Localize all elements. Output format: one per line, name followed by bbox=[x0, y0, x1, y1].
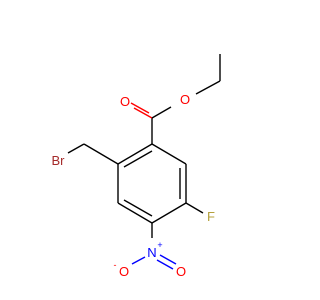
ring-bond-c6-c1 bbox=[117, 143, 153, 165]
bond-carbonyl-ester-o bbox=[151, 106, 172, 119]
charge-nitrogen: + bbox=[157, 240, 162, 250]
atom-carbonyl-oxygen: O bbox=[120, 94, 130, 109]
atom-fluorine: F bbox=[207, 209, 215, 224]
bond-n-o-right-a bbox=[159, 254, 177, 265]
atom-nitrogen: N bbox=[147, 245, 156, 260]
bond-ester-o-ch2 bbox=[195, 80, 221, 95]
atom-bromine: Br bbox=[52, 153, 66, 168]
bond-carbonyl-double-a bbox=[133, 107, 153, 119]
ring-bond-c6-c1-inner bbox=[123, 150, 153, 168]
atom-nitro-oxygen-right: O bbox=[176, 264, 186, 279]
ring-bond-c4-c5 bbox=[117, 202, 153, 224]
bond-n-o-right-b bbox=[156, 259, 174, 270]
ring-bond-c1-c2 bbox=[151, 143, 187, 165]
bond-n-o-left bbox=[131, 256, 146, 265]
molecule-canvas: O O Br F N + O - O bbox=[52, 54, 221, 279]
bond-ring-ch2 bbox=[83, 143, 119, 165]
bond-ring-f bbox=[185, 202, 204, 214]
atom-nitro-oxygen-left: O bbox=[119, 264, 129, 279]
ring-bond-c3-c4 bbox=[151, 202, 187, 224]
ring-bond-c4-c5-inner bbox=[123, 199, 153, 217]
bond-ch2-br bbox=[67, 143, 85, 154]
atom-ester-oxygen: O bbox=[180, 92, 190, 107]
charge-nitro-oxygen-left: - bbox=[114, 260, 117, 270]
structure-diagram: O O Br F N + O - O bbox=[52, 54, 221, 279]
bond-carbonyl-double-b bbox=[130, 102, 150, 114]
